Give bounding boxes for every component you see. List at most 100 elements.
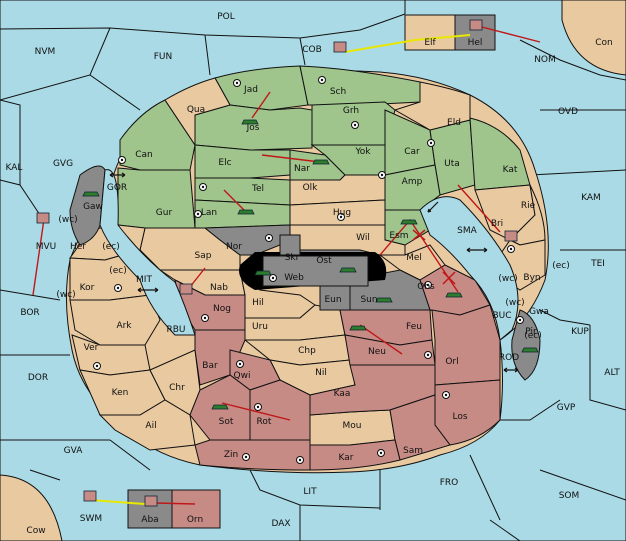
land-label: Mou — [343, 421, 362, 431]
inner-sea-west — [99, 169, 196, 336]
coast-label: (ec) — [102, 242, 120, 252]
region-elf[interactable] — [404, 14, 456, 51]
region-zin[interactable] — [194, 439, 311, 471]
land-label: Kar — [339, 453, 354, 463]
region-qua[interactable] — [164, 77, 231, 147]
sea-label: KUP — [571, 327, 589, 337]
land-label: Ail — [145, 421, 156, 431]
land-label: Nar — [294, 164, 310, 174]
land-label: Web — [284, 273, 304, 283]
region-kar[interactable] — [309, 439, 401, 471]
region-eld[interactable] — [393, 81, 471, 131]
region-orl[interactable] — [431, 304, 501, 386]
convoy-lines — [89, 34, 471, 505]
land-label: Hug — [333, 208, 351, 218]
units — [36, 19, 539, 507]
land-label: Ken — [112, 388, 129, 398]
region-rot[interactable] — [249, 379, 311, 441]
sea-label: SWM — [80, 514, 102, 524]
region-elc[interactable] — [194, 144, 291, 179]
land-label: Grh — [343, 106, 359, 116]
land-label: Uru — [252, 322, 268, 332]
land-label: Qua — [187, 105, 205, 115]
region-ail[interactable] — [98, 399, 196, 451]
land-label: Kat — [503, 165, 518, 175]
passage-arrows — [109, 172, 519, 373]
region-pir[interactable] — [511, 309, 541, 381]
land-label: Orn — [187, 515, 203, 525]
land-label: Tel — [251, 184, 264, 194]
land-label: Gaw — [83, 202, 103, 212]
sea-label: SOM — [559, 491, 580, 501]
land-label: Kor — [80, 283, 95, 293]
land-label: Car — [404, 147, 420, 157]
land-label: Hel — [468, 38, 483, 48]
land-label: Neu — [368, 347, 386, 357]
land-label: Sap — [195, 251, 212, 261]
land-label: Ost — [316, 256, 332, 266]
sea-label: ROD — [499, 353, 519, 363]
land-label: Her — [70, 242, 86, 252]
land-label: Sam — [403, 446, 423, 456]
land-label: Aba — [141, 515, 158, 525]
region-kaa[interactable] — [309, 364, 436, 416]
land-label: Eld — [447, 118, 461, 128]
land-label: Orl — [445, 357, 458, 367]
land-label: Qwi — [234, 371, 251, 381]
land-label: Amp — [402, 177, 423, 187]
sea-label: DAX — [271, 519, 290, 529]
land-label: Chr — [169, 383, 185, 393]
region-aba-gray[interactable] — [127, 489, 173, 529]
sea-label: FUN — [154, 52, 173, 62]
land-label: Lan — [201, 208, 217, 218]
region-nor[interactable] — [203, 224, 291, 256]
land-label: Can — [135, 150, 153, 160]
land-label: Ark — [116, 321, 132, 331]
region-neu[interactable] — [344, 334, 436, 366]
web-inner — [262, 255, 369, 287]
sea-label: BUC — [492, 311, 511, 321]
sea-label: GVG — [53, 159, 73, 169]
sea-label: FRO — [440, 478, 459, 488]
region-gaw[interactable] — [69, 165, 106, 246]
land-label: Uta — [444, 159, 460, 169]
land-label: Rot — [257, 417, 272, 427]
region-kat[interactable] — [469, 117, 531, 191]
coast-label: (ec) — [109, 266, 127, 276]
land-label: Bar — [202, 361, 218, 371]
skr-box — [279, 234, 301, 256]
sea-label: GOR — [107, 183, 127, 193]
land-label: Wil — [356, 233, 370, 243]
sea-label: POL — [217, 12, 235, 22]
land-label: Sot — [219, 417, 234, 427]
land-label: Gwa — [529, 307, 549, 317]
land-label: Gur — [156, 208, 173, 218]
region-ark[interactable] — [69, 294, 161, 346]
land-label: Jad — [243, 85, 258, 95]
land-label: Kaa — [334, 389, 351, 399]
land-label: Yok — [354, 147, 371, 157]
land-label: Byn — [523, 273, 540, 283]
land-label: Hil — [252, 298, 264, 308]
region-jad[interactable] — [214, 65, 309, 111]
sea-label: Con — [595, 38, 613, 48]
land-label: Nil — [315, 368, 327, 378]
land-label: Nog — [213, 304, 231, 314]
coast-label: (ec) — [552, 261, 570, 271]
sea-label: RBU — [166, 325, 185, 335]
coast-label: (wc) — [56, 290, 75, 300]
land-label: Esm — [389, 231, 408, 241]
sea-label: SMA — [457, 226, 477, 236]
land-label: Sun — [360, 295, 377, 305]
land-label: Obs — [417, 282, 435, 292]
land-label: MVU — [36, 242, 57, 252]
land-label: Elc — [218, 158, 231, 168]
supply-centers — [93, 76, 524, 464]
land-label: Nor — [226, 242, 242, 252]
sea-label: NVM — [35, 47, 56, 57]
land-label: Skr — [285, 253, 300, 263]
sea-label: TEI — [590, 259, 605, 269]
region-gur[interactable] — [117, 167, 196, 229]
